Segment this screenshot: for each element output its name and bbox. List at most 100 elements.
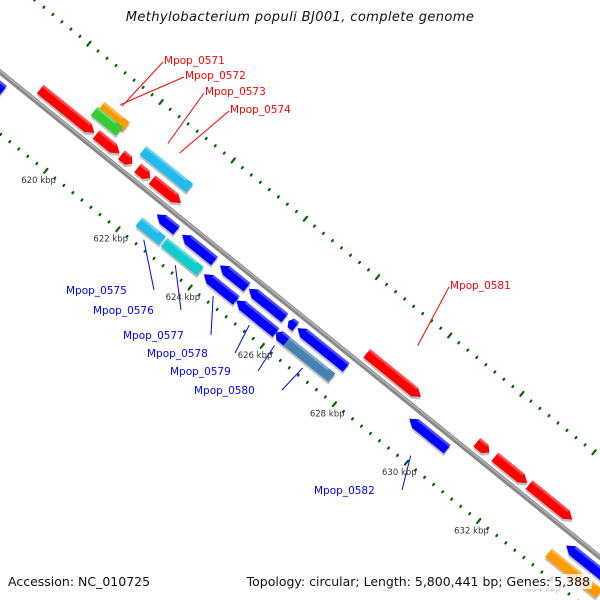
minor-tick [396, 453, 400, 457]
tick-label: 630 kbp [382, 468, 417, 478]
minor-tick [170, 271, 174, 275]
gene-body[interactable] [273, 328, 291, 346]
gene-highlight [244, 301, 280, 331]
minor-tick [412, 304, 416, 308]
minor-tick [249, 173, 253, 177]
gene-body[interactable] [92, 130, 123, 158]
gene-body[interactable] [134, 163, 154, 183]
minor-tick [468, 512, 472, 516]
callout-layer: Mpop_0571Mpop_0572Mpop_0573Mpop_0574Mpop… [66, 55, 511, 497]
gene-body[interactable] [139, 146, 194, 193]
gene-feature[interactable] [562, 541, 600, 588]
gene-mpop-0577[interactable] [199, 270, 241, 308]
gene-body[interactable] [200, 270, 240, 305]
minor-tick [125, 234, 129, 239]
minor-tick [423, 475, 427, 479]
gene-body[interactable] [117, 150, 136, 168]
gene-feature[interactable] [244, 284, 289, 325]
gene-body[interactable] [294, 324, 350, 372]
gene-body[interactable] [563, 541, 600, 585]
gene-body[interactable] [135, 217, 166, 245]
minor-tick [152, 256, 156, 261]
gene-label[interactable]: Mpop_0572 [185, 70, 246, 82]
gene-body[interactable] [283, 337, 336, 383]
gene-body[interactable] [491, 452, 530, 488]
gene-label[interactable]: Mpop_0573 [205, 86, 266, 98]
gene-body[interactable] [97, 101, 130, 131]
minor-tick [403, 297, 407, 301]
gene-body[interactable] [406, 414, 451, 454]
gene-body[interactable] [217, 261, 251, 292]
minor-tick [105, 56, 109, 60]
gene-mpop-0572[interactable] [90, 106, 125, 139]
gene-body[interactable] [179, 230, 219, 266]
gene-feature[interactable] [147, 175, 185, 209]
gene-label[interactable]: Mpop_0578 [147, 348, 208, 360]
gene-label[interactable]: Mpop_0582 [314, 485, 375, 497]
callout-line [234, 324, 250, 354]
callout-line [119, 76, 185, 106]
gene-feature[interactable] [152, 210, 181, 238]
gene-mpop-0573[interactable] [133, 163, 155, 185]
gene-feature[interactable] [117, 150, 137, 171]
gene-mpop-0574[interactable] [138, 146, 194, 196]
minor-tick [414, 468, 418, 472]
gene-body[interactable] [148, 175, 185, 207]
major-tick [403, 459, 410, 466]
gene-feature[interactable] [215, 261, 251, 295]
minor-tick [531, 563, 535, 567]
tick-label: 634 kbp [526, 585, 561, 595]
gene-highlight [211, 274, 240, 299]
gene-mpop-0578[interactable] [232, 296, 281, 340]
minor-tick [258, 180, 262, 184]
major-tick [230, 157, 236, 164]
gene-body[interactable] [36, 84, 98, 137]
gene-label[interactable]: Mpop_0575 [66, 285, 127, 297]
gene-label[interactable]: Mpop_0571 [164, 55, 225, 67]
gene-highlight [256, 289, 289, 316]
major-tick [302, 215, 309, 222]
gene-feature[interactable] [91, 130, 124, 160]
gene-body[interactable] [525, 480, 576, 524]
gene-highlight [530, 480, 570, 513]
minor-tick [522, 555, 526, 560]
gene-feature[interactable] [293, 324, 351, 375]
minor-tick [278, 358, 282, 363]
gene-label[interactable]: Mpop_0581 [450, 280, 511, 292]
gene-label[interactable]: Mpop_0577 [123, 330, 184, 342]
gene-label[interactable]: Mpop_0574 [230, 104, 291, 116]
gene-body[interactable] [233, 296, 280, 337]
gene-feature[interactable] [177, 230, 219, 268]
gene-mpop-0575[interactable] [134, 217, 167, 248]
gene-mpop-0581[interactable] [362, 348, 425, 404]
gene-mpop-0579[interactable] [271, 328, 291, 349]
gene-highlight [140, 217, 160, 234]
gene-mpop-0580[interactable] [282, 337, 336, 385]
gene-mpop-0576[interactable] [159, 237, 204, 279]
gene-label[interactable]: Mpop_0580 [194, 385, 255, 397]
minor-tick [314, 388, 318, 392]
gene-body[interactable] [473, 437, 493, 457]
minor-tick [321, 231, 326, 235]
gene-feature[interactable] [284, 317, 301, 334]
gene-body[interactable] [285, 317, 300, 331]
callout-line [401, 455, 412, 491]
gene-body[interactable] [153, 210, 181, 235]
gene-body[interactable] [363, 348, 424, 401]
gene-body[interactable] [245, 284, 289, 323]
gene-highlight [292, 318, 300, 325]
gene-body[interactable] [90, 106, 123, 136]
gene-feature[interactable] [524, 480, 577, 526]
gene-body[interactable] [160, 237, 204, 276]
gene-label[interactable]: Mpop_0576 [93, 305, 154, 317]
minor-tick [96, 49, 100, 53]
minor-tick [305, 380, 309, 385]
gene-highlight [305, 328, 350, 366]
gene-feature[interactable] [490, 452, 532, 490]
gene-mpop-0582[interactable] [405, 414, 452, 456]
gene-label[interactable]: Mpop_0579 [170, 366, 231, 378]
minor-tick [377, 439, 382, 443]
minor-tick [441, 490, 445, 494]
gene-feature[interactable] [36, 84, 99, 140]
gene-feature[interactable] [472, 437, 494, 459]
